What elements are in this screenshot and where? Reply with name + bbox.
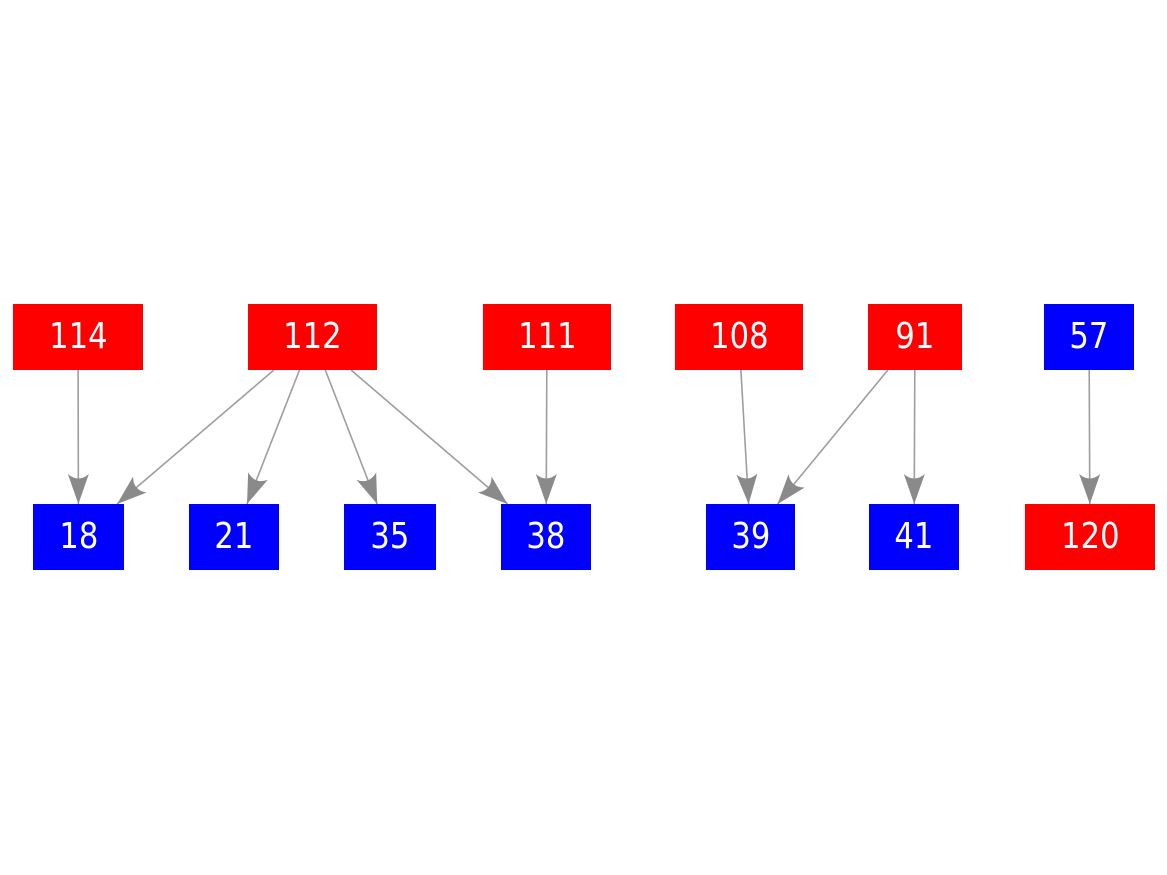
node-label-111: 111	[517, 316, 577, 357]
node-label-39: 39	[731, 516, 770, 557]
node-label-41: 41	[894, 516, 934, 557]
node-18: 18	[33, 504, 124, 570]
node-120: 120	[1025, 504, 1155, 570]
node-21: 21	[189, 504, 279, 570]
node-91: 91	[868, 304, 962, 370]
node-label-57: 57	[1069, 316, 1109, 357]
node-label-38: 38	[526, 516, 566, 557]
edge-112-18	[116, 369, 275, 505]
node-39: 39	[706, 504, 795, 570]
edge-112-21	[246, 369, 301, 505]
node-57: 57	[1044, 304, 1134, 370]
node-label-21: 21	[214, 516, 254, 557]
edge-108-39	[736, 369, 758, 505]
node-112: 112	[248, 304, 377, 370]
node-38: 38	[501, 504, 591, 570]
edge-112-38	[350, 369, 509, 505]
node-111: 111	[483, 304, 611, 370]
edge-112-35	[324, 369, 378, 505]
node-label-108: 108	[709, 316, 769, 357]
edge-91-41	[903, 369, 925, 505]
node-label-120: 120	[1060, 516, 1120, 557]
edge-91-39	[776, 369, 889, 505]
node-label-18: 18	[59, 516, 98, 557]
node-label-91: 91	[895, 316, 935, 357]
node-41: 41	[869, 504, 959, 570]
edge-group	[67, 369, 1101, 505]
node-108: 108	[675, 304, 803, 370]
edge-111-38	[535, 369, 557, 505]
edge-57-120	[1079, 369, 1101, 505]
node-114: 114	[13, 304, 143, 370]
node-label-112: 112	[283, 316, 342, 357]
node-35: 35	[344, 504, 436, 570]
node-label-114: 114	[48, 316, 108, 357]
node-label-35: 35	[370, 516, 410, 557]
